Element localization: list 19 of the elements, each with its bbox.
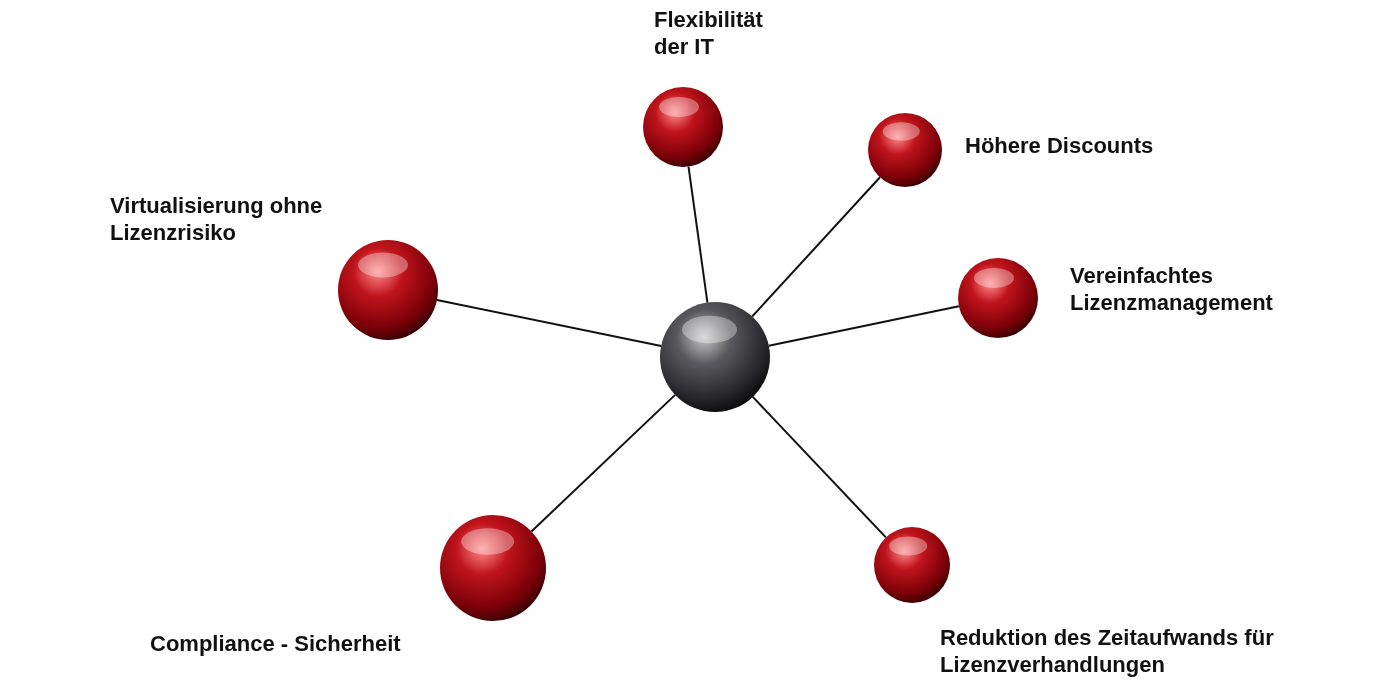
connector-line [530, 393, 677, 533]
sphere-label: Vereinfachtes Lizenzmanagement [1070, 262, 1274, 316]
connector-line [751, 176, 881, 318]
sphere-label: Höhere Discounts [965, 132, 1154, 159]
connector-line [751, 395, 887, 539]
sphere [958, 258, 1038, 338]
sphere-label: Virtualisierung ohne Lizenzrisiko [110, 192, 324, 246]
sphere [868, 113, 942, 187]
connector-line [436, 299, 663, 347]
sphere [874, 527, 950, 603]
sphere-label: Flexibilität der IT [654, 6, 764, 60]
sphere-label: Reduktion des Zeitaufwands für Lizenzverhandlungen [940, 624, 1275, 678]
connector-line [767, 305, 960, 347]
sphere [338, 240, 438, 340]
connector-line [687, 165, 709, 304]
sphere [660, 302, 770, 412]
sphere [440, 515, 546, 621]
sphere-label: Compliance - Sicherheit [150, 630, 401, 657]
sphere [643, 87, 723, 167]
